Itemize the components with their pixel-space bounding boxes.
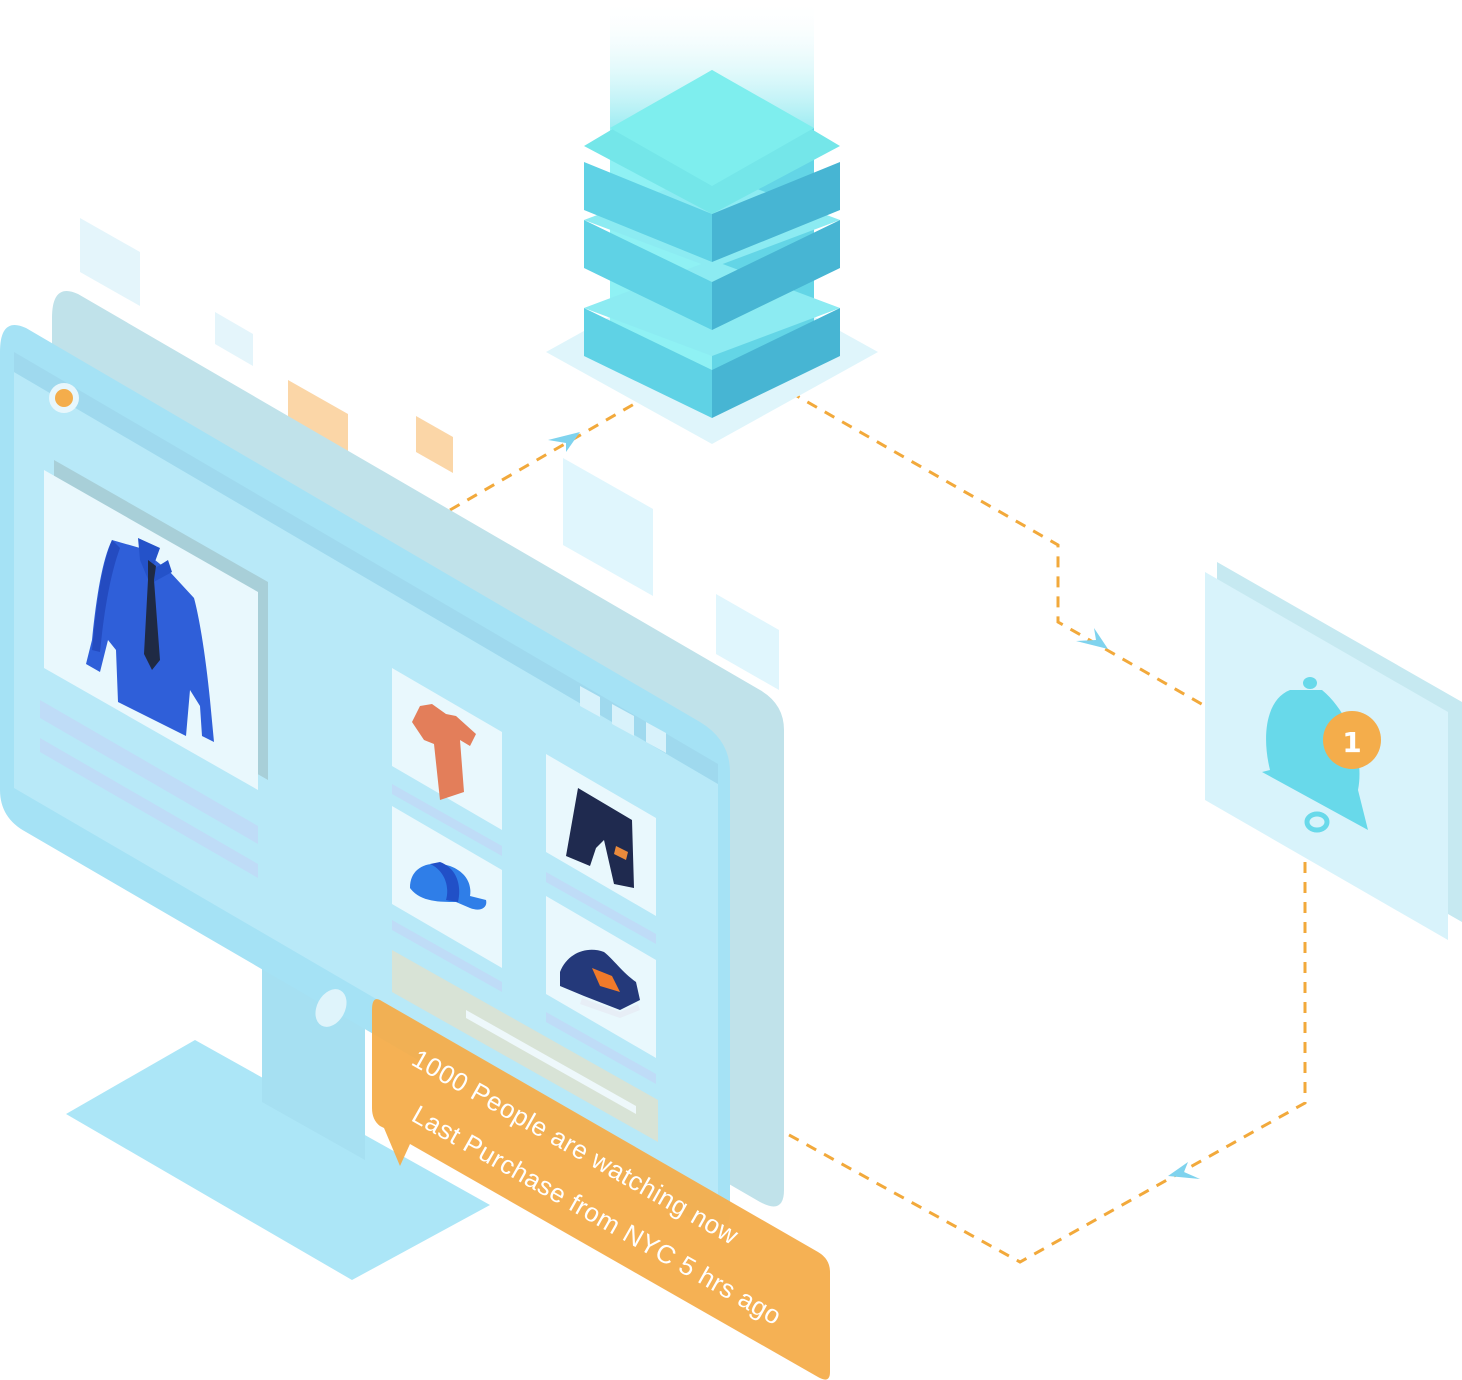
server-layer-right (712, 162, 840, 262)
floating-tile (80, 218, 140, 306)
product-card-cap[interactable] (392, 806, 502, 992)
shirt-with-tie-icon (86, 538, 214, 742)
product-grid (392, 668, 658, 1142)
card-text-line (546, 1012, 656, 1084)
bell-icon[interactable]: 1 (1262, 677, 1381, 833)
power-button[interactable] (309, 984, 353, 1032)
cap-shade (430, 862, 460, 902)
monitor (0, 291, 784, 1280)
card-text-line (546, 872, 656, 944)
arrow-icon-to-server (548, 432, 580, 452)
connector-bell-to-monitor (779, 862, 1307, 1264)
window-control[interactable] (580, 686, 600, 717)
dashed-connectors (449, 390, 1307, 1264)
product-card-tshirt[interactable] (392, 668, 502, 856)
card-text-line (392, 784, 502, 856)
server-layer-left (584, 162, 712, 262)
server-layer-right (712, 220, 840, 330)
server-layer-left (584, 220, 712, 330)
shirt-collar (138, 538, 172, 584)
badge-icon (1323, 711, 1381, 769)
tie-icon (144, 560, 160, 670)
server-layer-left (584, 308, 712, 418)
featured-product-card[interactable] (40, 460, 268, 878)
flow-arrows (548, 432, 1200, 1179)
card-text-line (392, 920, 502, 992)
connector-server-to-bell (789, 390, 1206, 708)
sneaker-accent (592, 968, 620, 992)
tshirt-icon (412, 704, 476, 800)
connector-monitor-to-server (449, 390, 656, 512)
window-control[interactable] (646, 722, 666, 753)
shorts-icon (566, 788, 634, 888)
card-text-line (40, 700, 258, 844)
notification-bubble (372, 999, 830, 1380)
bell-panel: 1 (1205, 562, 1462, 940)
floating-tile (716, 594, 779, 690)
server-top-highlight (610, 70, 814, 186)
bell-top-knob (1303, 677, 1317, 689)
shirt-sleeve-shade (92, 540, 120, 652)
sneaker-sole (580, 998, 640, 1018)
arrow-icon-to-bell (1076, 628, 1108, 649)
product-card-shorts[interactable] (546, 754, 656, 944)
webcam-icon (55, 389, 73, 407)
monitor-topbar (14, 352, 718, 784)
bell-clapper (1304, 811, 1330, 833)
floating-tile (215, 312, 253, 366)
product-card-sneakers[interactable] (546, 896, 656, 1084)
arrow-icon-to-monitor (1168, 1162, 1200, 1179)
server-layer-right (712, 308, 840, 418)
faded-input (466, 1010, 636, 1114)
window-control[interactable] (612, 704, 634, 736)
monitor-stand-base (66, 1040, 490, 1280)
shorts-pocket (614, 846, 628, 860)
floating-tile-orange (416, 416, 453, 473)
window-controls (580, 686, 666, 753)
badge-count: 1 (1342, 726, 1361, 759)
card-text-line (40, 738, 258, 878)
server-stack (546, 0, 878, 444)
floating-tile (563, 458, 653, 596)
